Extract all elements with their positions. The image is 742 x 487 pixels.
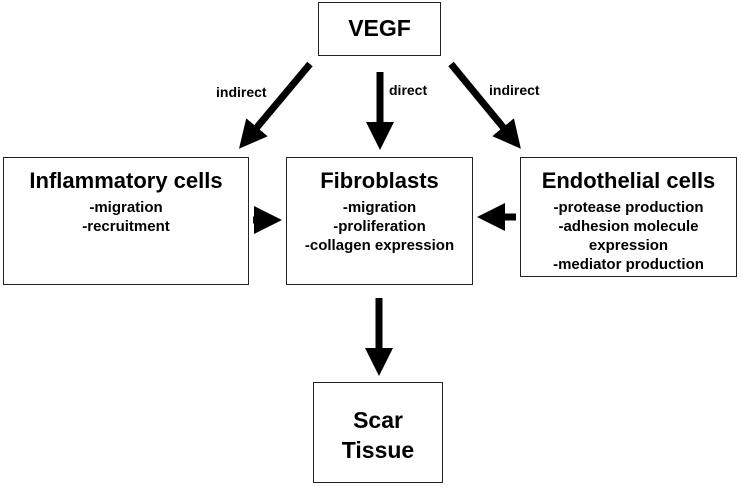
fibroblasts-box: Fibroblasts -migration -proliferation -c… bbox=[286, 157, 473, 285]
edge-label-indirect-left: indirect bbox=[216, 84, 267, 100]
scar-tissue-box: Scar Tissue bbox=[313, 382, 443, 483]
fibroblasts-item: -collagen expression bbox=[304, 237, 455, 254]
endothelial-item: expression bbox=[588, 237, 669, 254]
vegf-box: VEGF bbox=[318, 2, 441, 56]
arrow-vegf-to-endothelial bbox=[448, 61, 521, 149]
inflammatory-item: -migration bbox=[89, 199, 163, 216]
fibroblasts-item: -proliferation bbox=[333, 218, 426, 235]
endothelial-item: -adhesion molecule bbox=[558, 218, 699, 235]
inflammatory-cells-title: Inflammatory cells bbox=[29, 168, 223, 193]
vegf-title: VEGF bbox=[348, 15, 411, 41]
edge-label-direct: direct bbox=[389, 82, 428, 98]
arrow-vegf-to-inflammatory bbox=[239, 61, 313, 149]
endothelial-cells-title: Endothelial cells bbox=[541, 168, 716, 193]
inflammatory-cells-box: Inflammatory cells -migration -recruitme… bbox=[3, 157, 249, 285]
endothelial-cells-box: Endothelial cells -protease production -… bbox=[520, 157, 737, 277]
edge-label-indirect-right: indirect bbox=[489, 82, 540, 98]
scar-tissue-title-line2: Tissue bbox=[341, 437, 415, 463]
inflammatory-item: -recruitment bbox=[82, 218, 170, 235]
scar-tissue-title-line1: Scar bbox=[353, 407, 403, 433]
endothelial-item: -protease production bbox=[553, 199, 704, 216]
endothelial-item: -mediator production bbox=[553, 256, 704, 273]
fibroblasts-title: Fibroblasts bbox=[320, 168, 439, 193]
fibroblasts-item: -migration bbox=[342, 199, 417, 216]
